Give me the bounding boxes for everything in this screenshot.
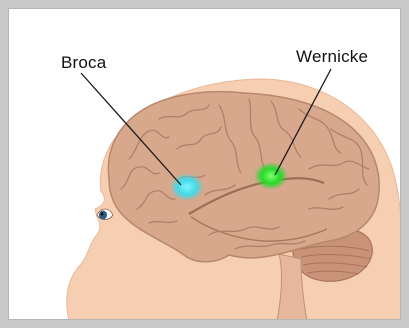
wernicke-label: Wernicke bbox=[296, 47, 368, 67]
broca-area bbox=[170, 173, 204, 201]
wernicke-area bbox=[254, 162, 288, 190]
diagram-panel: Broca Wernicke bbox=[8, 8, 401, 320]
broca-label: Broca bbox=[61, 53, 106, 73]
